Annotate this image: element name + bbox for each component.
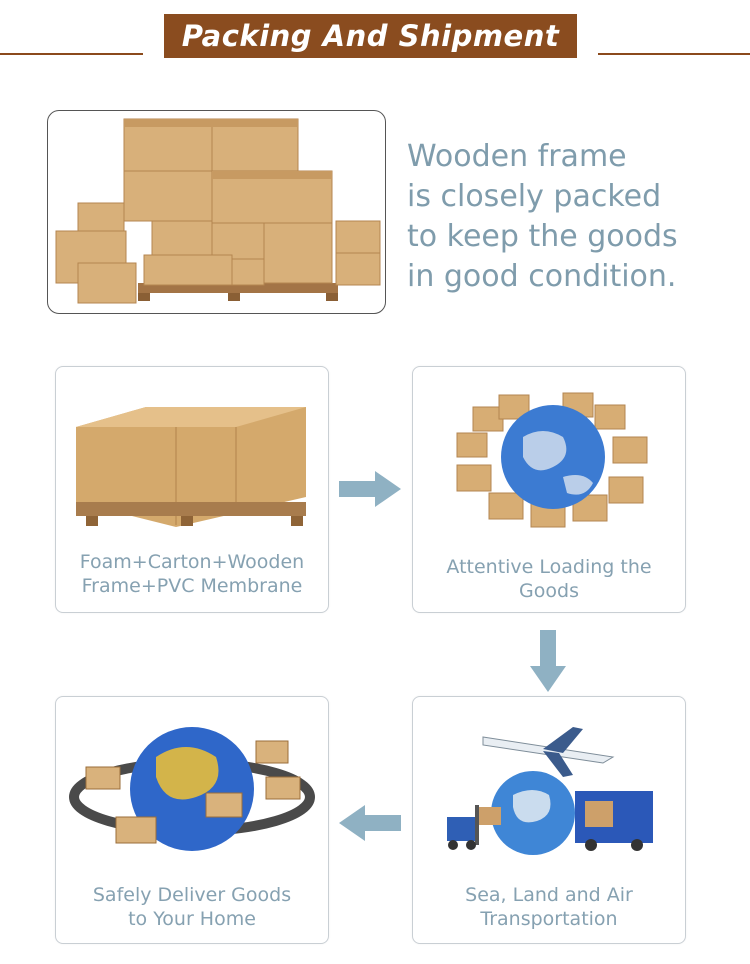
plane-globe-truck-forklift-image [447, 727, 653, 855]
cartons-on-pallet-image [76, 407, 306, 527]
step-caption: Attentive Loading the Goods [446, 556, 652, 602]
step-caption: Sea, Land and Air Transportation [465, 884, 633, 930]
intro-line: is closely packed [407, 179, 662, 214]
intro-line: to keep the goods [407, 219, 678, 254]
arrow-right-icon [339, 471, 401, 507]
header-rule-right [598, 53, 750, 55]
stacked-boxes-photo [47, 110, 386, 314]
page-title: Packing And Shipment [164, 14, 577, 58]
step-card-transport: Sea, Land and Air Transportation [412, 696, 686, 944]
step-caption: Safely Deliver Goods to Your Home [92, 884, 292, 930]
step-card-delivery: Safely Deliver Goods to Your Home [55, 696, 329, 944]
step-caption: Foam+Carton+Wooden Frame+PVC Membrane [79, 551, 305, 597]
intro-line: in good condition. [407, 259, 677, 294]
globe-with-boxes-image [456, 392, 648, 528]
globe-with-delivery-trucks-image [69, 727, 315, 851]
intro-text: Wooden frame is closely packed to keep t… [407, 137, 737, 297]
arrow-down-icon [530, 630, 566, 692]
header-rule-left [0, 53, 143, 55]
intro-line: Wooden frame [407, 139, 627, 174]
arrow-left-icon [339, 805, 401, 841]
step-card-loading: Attentive Loading the Goods [412, 366, 686, 613]
step-card-packing: Foam+Carton+Wooden Frame+PVC Membrane [55, 366, 329, 613]
